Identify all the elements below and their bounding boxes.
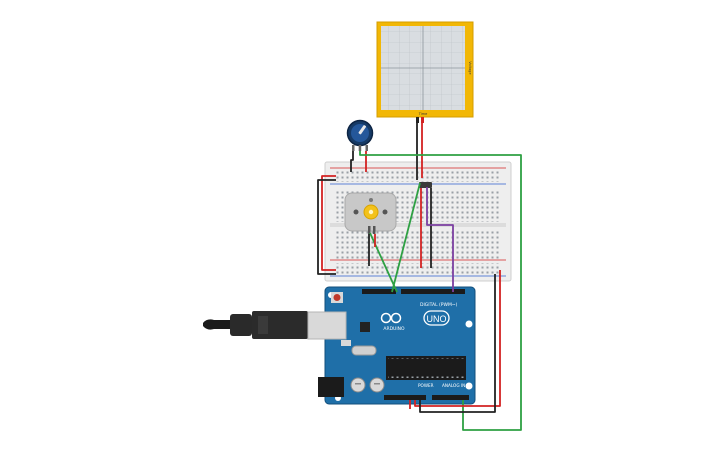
oscilloscope-time-label: Time (418, 112, 428, 116)
wire-left-red-loop[interactable] (321, 175, 336, 271)
wire-signal-purple[interactable] (426, 187, 454, 292)
wire-resistor-green[interactable] (391, 182, 421, 293)
arduino-logo-icon (380, 312, 402, 324)
wire-pot-wiper-green[interactable] (359, 151, 522, 431)
wire-ground-black[interactable] (419, 274, 496, 413)
crystal (351, 345, 377, 356)
oscilloscope[interactable]: Voltage Time (376, 21, 474, 123)
reset-button[interactable] (333, 294, 341, 301)
probe-black-lead[interactable] (416, 117, 419, 123)
potentiometer[interactable] (346, 119, 374, 152)
breadboard-center-channel (330, 223, 506, 227)
capacitor-1 (350, 377, 366, 393)
usb-connector-icon (307, 311, 347, 340)
dc-power-jack[interactable] (318, 377, 344, 397)
uno-label: UNO (427, 314, 447, 324)
breadboard[interactable] (324, 161, 512, 282)
oscilloscope-voltage-label: Voltage (468, 61, 472, 74)
resistor[interactable] (419, 182, 432, 188)
digital-label: DIGITAL (PWM~) (420, 302, 458, 308)
analog-header[interactable] (432, 395, 469, 400)
usb-cable[interactable] (203, 311, 347, 340)
breadboard-top-rail[interactable] (336, 170, 500, 182)
capacitor-2 (369, 377, 385, 393)
probe-red-lead[interactable] (421, 117, 424, 123)
breadboard-bottom-rail[interactable] (336, 263, 500, 274)
brand-label: ARDUINO (383, 326, 405, 332)
usb-cable-end (203, 319, 232, 330)
digital-header-high[interactable] (362, 289, 396, 294)
dc-motor[interactable] (344, 192, 397, 234)
power-header[interactable] (384, 395, 426, 400)
wire-left-black-loop[interactable] (317, 179, 336, 275)
breadboard-lower-terminals[interactable] (336, 229, 500, 259)
analog-label: ANALOG IN (442, 383, 465, 388)
digital-header-low[interactable] (401, 289, 465, 294)
wire-power-red[interactable] (414, 270, 501, 407)
power-label: POWER (418, 383, 434, 388)
wires[interactable] (317, 123, 522, 431)
wire-pot-black[interactable] (350, 151, 354, 172)
arduino-uno[interactable]: DIGITAL (PWM~) ARDUINO UNO POWER ANALOG … (318, 286, 476, 405)
